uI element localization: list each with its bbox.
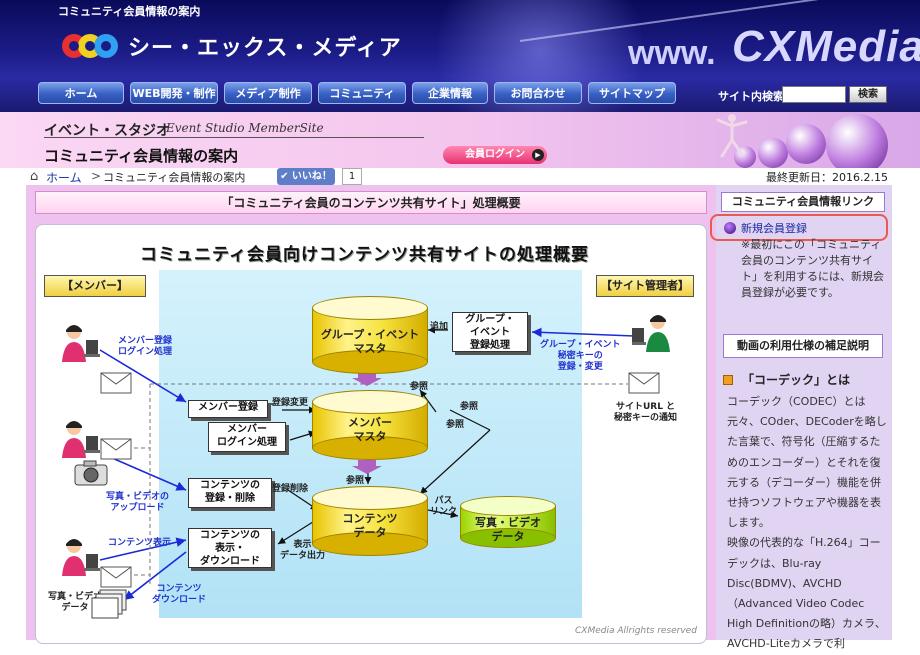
- path-link-label: パス リンク: [430, 496, 458, 517]
- content-data-label: コンテンツ データ: [342, 512, 398, 539]
- diagram-arrows: [99, 326, 635, 601]
- photo-stack-icon: [91, 589, 127, 619]
- content-reg-box: コンテンツの 登録・削除: [188, 478, 272, 508]
- regdel-label: 登録削除: [272, 484, 309, 494]
- title-underline: [44, 137, 424, 138]
- envelope-icon: [100, 438, 132, 460]
- like-button[interactable]: ✔ いいね！: [277, 168, 335, 185]
- www-text: www.: [628, 34, 716, 72]
- member-person-icon: [62, 421, 100, 458]
- nav-company[interactable]: 企業情報: [412, 82, 488, 104]
- admin-person-icon: [632, 315, 670, 352]
- login-label: 会員ログイン: [465, 149, 525, 160]
- register-highlight: [710, 214, 888, 241]
- codec-body: コーデック（CODEC）とは元々、COder、DECoderを略した言葉で、符号…: [727, 395, 887, 651]
- content-data-db: コンテンツ データ: [312, 486, 428, 556]
- member-login-button[interactable]: 会員ログイン ▶: [443, 146, 547, 164]
- bullet-icon: [724, 222, 736, 234]
- upload-note: 写真・ビデオの アップロード: [106, 492, 170, 513]
- ref-label-1: 参照: [410, 382, 429, 392]
- search-button[interactable]: 検索: [849, 86, 887, 103]
- group-reg-box: グループ・ イベント 登録処理: [452, 312, 528, 352]
- register-note: ※最初にこの「コミュニティ会員のコンテンツ共有サイト」を利用するには、新規会員登…: [741, 238, 884, 299]
- member-master-db: メンバー マスタ: [312, 390, 428, 460]
- page-title: コミュニティ会員情報の案内: [44, 147, 239, 165]
- search-label: サイト内検索: [718, 90, 784, 103]
- member-label: 【メンバー】: [44, 275, 146, 297]
- envelope-icon: [100, 566, 132, 588]
- envelope-icon: [100, 372, 132, 394]
- spec-button[interactable]: 動画の利用仕様の補足説明: [723, 334, 883, 358]
- ref-label-4: 参照: [460, 402, 479, 412]
- diagram-title: コミュニティ会員向けコンテンツ共有サイトの処理概要: [140, 245, 589, 265]
- nav-media[interactable]: メディア制作: [224, 82, 312, 104]
- studio-subtitle: Event Studio MemberSite: [166, 121, 324, 135]
- section-title: 「コミュニティ会員のコンテンツ共有サイト」処理概要: [35, 191, 707, 214]
- display-output-label: 表示 データ出力: [280, 540, 326, 561]
- envelope-icon: [628, 372, 660, 394]
- nav-contact[interactable]: お問合わせ: [494, 82, 582, 104]
- square-bullet-icon: [723, 375, 733, 385]
- arrow-right-icon: ▶: [532, 149, 544, 161]
- dancer-figure: [716, 114, 748, 158]
- photo-data-label: 写真・ビデオ データ: [475, 516, 541, 543]
- regchange-label: 登録変更: [272, 398, 309, 408]
- cx-logo-icon[interactable]: [60, 30, 122, 62]
- group-master-label: グループ・イベント マスタ: [320, 328, 420, 355]
- main-nav: ホーム WEB開発・制作 メディア制作 コミュニティ 企業情報 お問合わせ サイ…: [38, 82, 682, 104]
- diagram-copyright: CXMedia Allrights reserved: [575, 626, 697, 636]
- nav-web[interactable]: WEB開発・制作: [130, 82, 218, 104]
- sphere-decoration: [758, 138, 788, 168]
- breadcrumb-home[interactable]: ホーム: [46, 171, 82, 185]
- studio-title: イベント・スタジオ: [44, 123, 170, 139]
- logo-text[interactable]: シー・エックス・メディア: [128, 36, 402, 61]
- codec-heading: 「コーデック」とは: [742, 373, 851, 387]
- sphere-decoration: [826, 114, 888, 176]
- camera-icon: [74, 460, 108, 486]
- member-person-icon: [62, 325, 100, 362]
- nav-community[interactable]: コミュニティ: [318, 82, 406, 104]
- content-dl-box: コンテンツの 表示・ ダウンロード: [188, 528, 272, 568]
- chevron-right-icon: >: [91, 169, 102, 183]
- ref-label-3: 参照: [346, 476, 365, 486]
- sidebar: [716, 185, 892, 640]
- member-login-box: メンバー ログイン処理: [208, 422, 286, 452]
- member-reg-box: メンバー登録: [188, 400, 268, 418]
- add-label: 追加: [430, 322, 449, 332]
- photo-data-note: 写真・ビデオ データ: [48, 592, 103, 613]
- admin-label: 【サイト管理者】: [596, 275, 694, 297]
- search-input[interactable]: [782, 86, 846, 103]
- member-person-icon: [62, 539, 100, 576]
- header-tagline: コミュニティ会員情報の案内: [58, 5, 201, 18]
- display-note: コンテンツ表示: [108, 538, 172, 548]
- home-icon[interactable]: ⌂: [30, 169, 39, 184]
- photo-data-db: 写真・ビデオ データ: [460, 496, 556, 548]
- breadcrumb: [0, 168, 920, 185]
- group-key-note: グループ・イベント 秘密キーの 登録・変更: [540, 340, 621, 372]
- download-note: コンテンツ ダウンロード: [152, 584, 207, 605]
- nav-home[interactable]: ホーム: [38, 82, 124, 104]
- sidebar-links-title: コミュニティ会員情報リンク: [721, 192, 885, 212]
- brand-logo: CXMedia: [732, 22, 920, 71]
- nav-sitemap[interactable]: サイトマップ: [588, 82, 676, 104]
- register-link[interactable]: 新規会員登録: [741, 222, 807, 235]
- last-updated: 最終更新日：2016.2.15: [766, 171, 888, 184]
- sphere-decoration: [786, 124, 826, 164]
- like-count: 1: [342, 168, 362, 185]
- site-url-note: サイトURL と 秘密キーの通知: [614, 402, 678, 423]
- breadcrumb-current: コミュニティ会員情報の案内: [103, 171, 246, 184]
- group-master-db: グループ・イベント マスタ: [312, 296, 428, 374]
- ref-label-2: 参照: [446, 420, 465, 430]
- member-reg-note: メンバー登録 ログイン処理: [118, 336, 173, 357]
- member-master-label: メンバー マスタ: [348, 416, 392, 443]
